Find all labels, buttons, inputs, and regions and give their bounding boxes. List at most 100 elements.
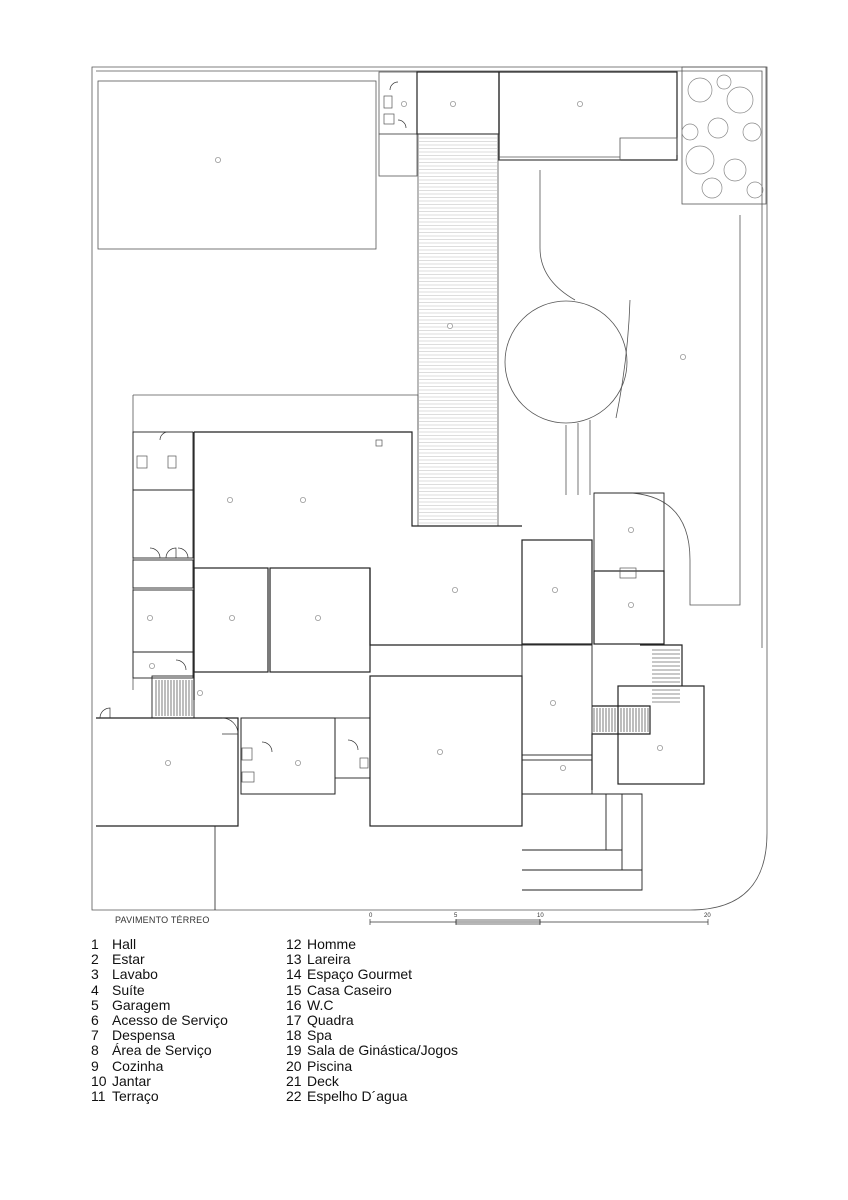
fixtures	[136, 95, 637, 783]
room-garagem	[96, 717, 239, 827]
legend-number: 1	[91, 936, 99, 952]
stair-treads	[155, 649, 680, 732]
room-quadra	[97, 80, 377, 250]
garden-box	[681, 66, 767, 205]
legend-number: 5	[91, 996, 99, 1013]
scale-bar	[369, 919, 709, 925]
legend-number: 4	[91, 981, 99, 998]
room-area-servico	[132, 651, 194, 679]
legend-number: 16	[286, 996, 302, 1013]
lawn-left-steps	[565, 420, 591, 495]
legend-item: 20 Piscina	[286, 1057, 458, 1074]
room-service-a	[132, 489, 194, 559]
legend-number: 12	[286, 936, 302, 952]
room-homme	[521, 539, 593, 645]
legend-label: Garagem	[112, 996, 171, 1013]
legend-number: 13	[286, 951, 302, 968]
legend-number: 7	[91, 1027, 99, 1044]
room-casa-caseiro	[617, 685, 705, 785]
legend-item: 3 Lavabo	[91, 967, 228, 982]
legend-label: Acesso de Serviço	[112, 1012, 228, 1029]
legend-item: 10 Jantar	[91, 1072, 228, 1089]
legend-label: W.C	[307, 996, 334, 1013]
legend-item: 11 Terraço	[91, 1088, 228, 1105]
legend-label: Quadra	[307, 1012, 354, 1029]
wall-right-stairs	[640, 644, 683, 686]
legend-number: 21	[286, 1072, 302, 1089]
door-swings	[99, 81, 407, 753]
legend-label: Área de Serviço	[112, 1042, 212, 1059]
legend-item: 1 Hall	[91, 936, 228, 952]
top-right-wall	[499, 137, 678, 161]
espelho-step-2	[522, 849, 623, 871]
room-gourmet	[593, 570, 665, 645]
legend-number: 6	[91, 1012, 99, 1029]
wall-mid	[369, 568, 522, 646]
scale-label-0: 0	[369, 913, 373, 919]
legend-number: 14	[286, 966, 302, 983]
legend-label: Terraço	[112, 1088, 159, 1105]
scale-label-10: 10	[537, 913, 544, 919]
room-markers	[146, 101, 687, 772]
legend-number: 10	[91, 1072, 107, 1089]
legend-item: 6 Acesso de Serviço	[91, 1012, 228, 1029]
legend-label: Despensa	[112, 1027, 176, 1044]
legend-label: Jantar	[112, 1072, 151, 1089]
legend-item: 16 W.C	[286, 996, 458, 1013]
lawn-arc-steps	[615, 299, 631, 419]
room-spa	[521, 759, 593, 795]
legend-label: Sala de Ginástica/Jogos	[307, 1042, 458, 1059]
espelho-step-1	[522, 793, 607, 851]
deck-planks	[419, 137, 497, 524]
legend-number: 19	[286, 1042, 302, 1059]
site-inner-line	[96, 70, 763, 648]
room-service-top	[378, 133, 418, 177]
legend-label: Espelho D´agua	[307, 1088, 408, 1105]
garage-lower	[96, 825, 216, 910]
deck-strip	[417, 133, 499, 527]
legend-label: Deck	[307, 1072, 339, 1089]
legend-number: 20	[286, 1057, 302, 1074]
lawn-outline	[539, 170, 576, 301]
legend-item: 19 Sala de Ginástica/Jogos	[286, 1043, 458, 1058]
legend-label: Hall	[112, 936, 137, 952]
legend-number: 8	[91, 1042, 99, 1059]
legend-item: 18 Spa	[286, 1028, 458, 1043]
lawn-right	[594, 215, 741, 606]
legend-item: 21 Deck	[286, 1072, 458, 1089]
espelho-step-3	[522, 869, 643, 891]
legend-number: 22	[286, 1088, 302, 1105]
legend-number: 2	[91, 951, 99, 968]
legend-number: 11	[91, 1088, 106, 1105]
legend-number: 18	[286, 1027, 302, 1044]
room-service-b	[132, 559, 194, 589]
espelho-step-4	[606, 793, 643, 870]
legend-item: 5 Garagem	[91, 996, 228, 1013]
room-despensa	[132, 589, 194, 653]
scale-label-5: 5	[454, 913, 458, 919]
legend-label: Lavabo	[112, 966, 158, 983]
legend-number: 3	[91, 966, 99, 983]
scale-label-20: 20	[704, 913, 711, 919]
room-estar	[194, 431, 522, 527]
room-wc-top	[378, 71, 418, 135]
legend-label: Cozinha	[112, 1057, 164, 1074]
site-boundary	[91, 66, 768, 911]
legend-item: 22 Espelho D´agua	[286, 1088, 458, 1105]
room-top-mid	[416, 71, 500, 135]
stair-left	[151, 675, 195, 719]
legend-label: Piscina	[307, 1057, 353, 1074]
drawing-title: PAVIMENTO TÉRREO	[115, 915, 210, 925]
room-suite-a	[193, 567, 269, 673]
legend-label: Spa	[307, 1027, 332, 1044]
legend-item: 7 Despensa	[91, 1028, 228, 1043]
